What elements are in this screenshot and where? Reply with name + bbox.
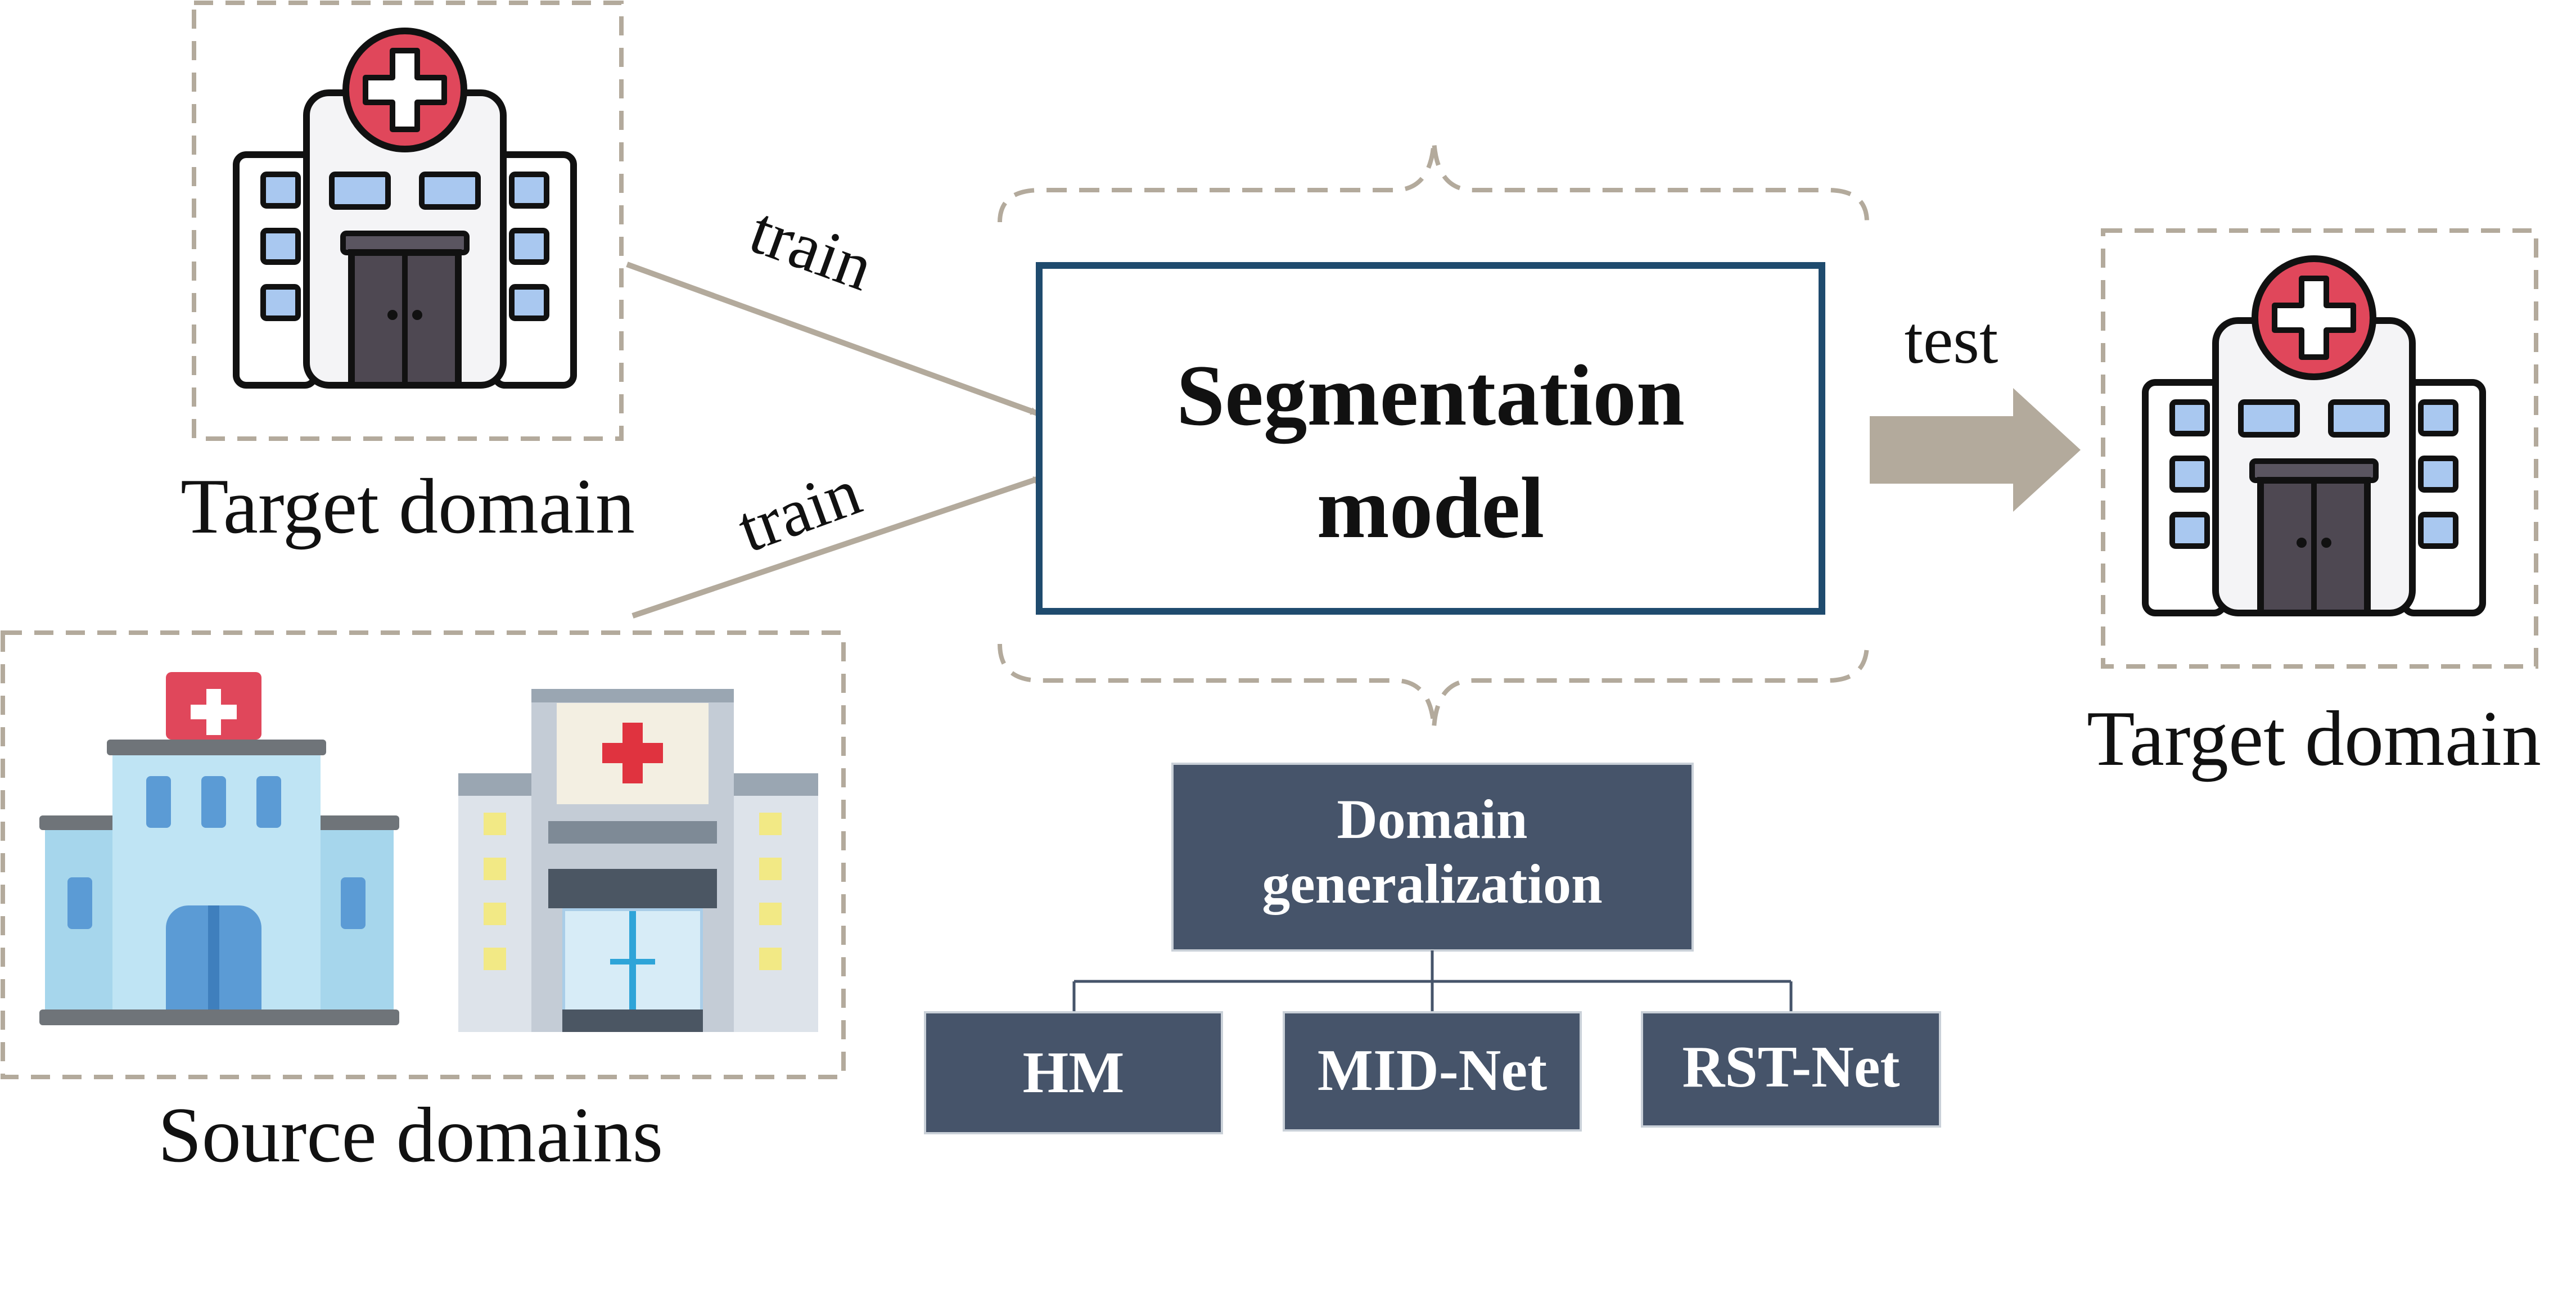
tree-child-hm: HM	[1023, 1039, 1125, 1105]
tree-connectors	[1072, 950, 1793, 1012]
hospital-building-icon	[2145, 259, 2483, 613]
source-domains-label: Source domains	[158, 1092, 663, 1179]
segmentation-model-title-line2: model	[1317, 459, 1545, 556]
train-arrow-lower	[631, 475, 1041, 619]
tree-child-mid-net: MID-Net	[1318, 1037, 1547, 1103]
test-label: test	[1905, 303, 1998, 377]
domain-generalization-line1: Domain	[1337, 788, 1528, 850]
tree-child-box-hm	[924, 1011, 1223, 1134]
target-domain-frame	[192, 1, 624, 441]
train-label-upper: train	[741, 192, 883, 305]
target-domain-label-right: Target domain	[2087, 695, 2541, 782]
target-domain-frame-right	[2101, 228, 2538, 669]
model-brace-top	[998, 140, 1869, 223]
hospital-building-icon	[39, 672, 399, 1025]
hospital-building-icon	[458, 689, 818, 1032]
train-arrow-upper	[626, 262, 1039, 416]
target-domain-label: Target domain	[181, 463, 635, 550]
tree-child-box-rst-net	[1641, 1011, 1941, 1128]
test-arrow	[1870, 388, 2081, 512]
tree-child-box-mid-net	[1283, 1011, 1582, 1132]
segmentation-model-title-line1: Segmentation	[1176, 347, 1685, 444]
train-label-lower: train	[728, 454, 870, 566]
tree-child-rst-net: RST-Net	[1682, 1034, 1900, 1099]
domain-generalization-box	[1171, 763, 1694, 952]
hospital-building-icon	[236, 31, 574, 385]
model-brace-bottom	[998, 643, 1869, 729]
domain-generalization-line2: generalization	[1262, 853, 1602, 915]
segmentation-model-box	[1036, 262, 1825, 615]
source-domains-frame	[1, 630, 846, 1079]
